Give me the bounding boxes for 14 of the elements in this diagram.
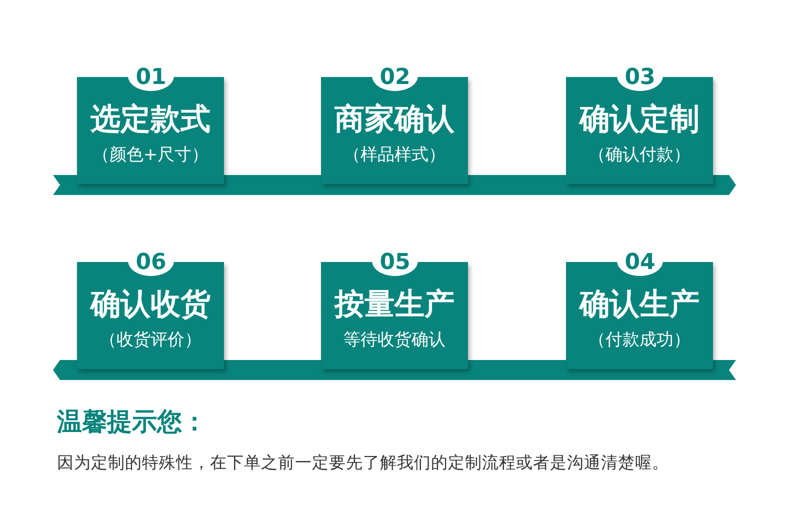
step-title: 确认生产 xyxy=(578,287,700,323)
step-title: 确认收货 xyxy=(88,287,212,323)
step-subtitle: （样品样式） xyxy=(342,144,446,166)
step-subtitle: （收货评价） xyxy=(98,329,202,351)
step-title: 商家确认 xyxy=(334,102,456,138)
step-subtitle: （确认付款） xyxy=(588,144,692,166)
step-title: 按量生产 xyxy=(333,287,456,323)
notice-heading: 温馨提示您： xyxy=(57,406,207,438)
step-subtitle: （付款成功） xyxy=(588,329,692,351)
step-subtitle: 等待收货确认 xyxy=(342,329,446,351)
step-subtitle: （颜色+尺寸） xyxy=(91,144,210,166)
step-title: 确认定制 xyxy=(578,102,700,138)
notice-text: 因为定制的特殊性，在下单之前一定要先了解我们的定制流程或者是沟通清楚喔。 xyxy=(57,452,669,474)
step-title: 选定款式 xyxy=(90,102,212,138)
